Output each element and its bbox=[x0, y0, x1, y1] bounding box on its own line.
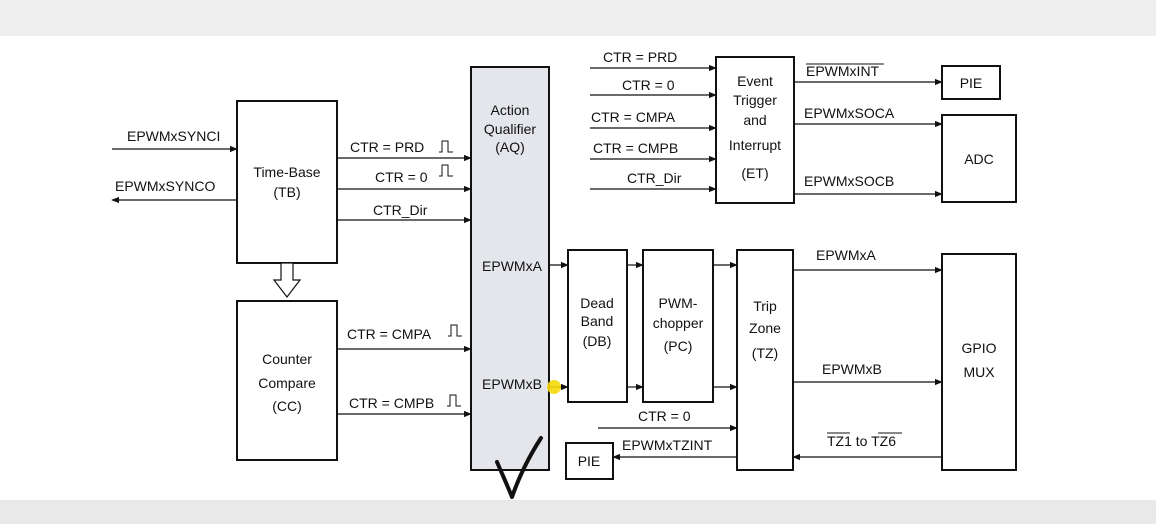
pc-label-1: PWM- bbox=[659, 295, 698, 311]
time-base-label-1: Time-Base bbox=[253, 164, 320, 180]
tz-label-2: Zone bbox=[749, 320, 781, 336]
aq-epwmxa-label: EPWMxA bbox=[482, 258, 543, 274]
cc-cmpb-pulse-icon bbox=[447, 394, 461, 407]
counter-compare-label-1: Counter bbox=[262, 351, 312, 367]
epwm-int-label: EPWMxINT bbox=[806, 63, 880, 79]
time-base-label-2: (TB) bbox=[273, 184, 300, 200]
et-ctr-zero-label: CTR = 0 bbox=[622, 77, 675, 93]
et-ctr-dir-label: CTR_Dir bbox=[627, 170, 682, 186]
db-label-3: (DB) bbox=[583, 333, 612, 349]
cc-cmpa-pulse-icon bbox=[448, 324, 462, 337]
gpio-mux-label-2: MUX bbox=[963, 364, 995, 380]
et-label-5: (ET) bbox=[741, 165, 768, 181]
epwm-tzint-label: EPWMxTZINT bbox=[622, 437, 713, 453]
pie-top-block bbox=[941, 65, 1001, 100]
adc-label: ADC bbox=[964, 151, 994, 167]
et-ctr-cmpa-label: CTR = CMPA bbox=[591, 109, 676, 125]
tb-to-cc-hollow-arrow bbox=[272, 262, 302, 298]
pie-top-label: PIE bbox=[960, 75, 983, 91]
cursor-highlight-icon bbox=[547, 380, 561, 394]
et-ctr-cmpb-label: CTR = CMPB bbox=[593, 140, 678, 156]
tz6-label: TZ6 bbox=[871, 433, 896, 449]
tb-ctr-prd-label: CTR = PRD bbox=[350, 139, 424, 155]
tz-to-label: to bbox=[852, 433, 871, 449]
cc-ctr-cmpa-label: CTR = CMPA bbox=[347, 326, 432, 342]
tb-zero-pulse-icon bbox=[439, 164, 453, 177]
aq-epwmxb-label: EPWMxB bbox=[482, 376, 542, 392]
dead-band-block bbox=[567, 249, 628, 403]
adc-block bbox=[941, 114, 1017, 203]
tz-label-1: Trip bbox=[753, 298, 777, 314]
aq-label-2: Qualifier bbox=[484, 121, 536, 137]
et-label-2: Trigger bbox=[733, 92, 777, 108]
tz-epwmxa-label: EPWMxA bbox=[816, 247, 877, 263]
tz-ctr-zero-label: CTR = 0 bbox=[638, 408, 691, 424]
tz-epwmxb-label: EPWMxB bbox=[822, 361, 882, 377]
db-label-1: Dead bbox=[580, 295, 613, 311]
cc-ctr-cmpb-label: CTR = CMPB bbox=[349, 395, 434, 411]
tz-range-label: TZ1 to TZ6 bbox=[827, 433, 896, 449]
pie-bottom-label: PIE bbox=[578, 453, 601, 469]
epwm-synci-label: EPWMxSYNCI bbox=[127, 128, 220, 144]
tb-prd-pulse-icon bbox=[439, 140, 453, 153]
time-base-block bbox=[236, 100, 338, 264]
epwm-synco-label: EPWMxSYNCO bbox=[115, 178, 215, 194]
db-label-2: Band bbox=[581, 313, 614, 329]
gpio-mux-label-1: GPIO bbox=[961, 340, 996, 356]
counter-compare-label-2: Compare bbox=[258, 375, 316, 391]
pc-label-2: chopper bbox=[653, 315, 704, 331]
gpio-mux-block bbox=[941, 253, 1017, 471]
counter-compare-block bbox=[236, 300, 338, 461]
tb-ctr-zero-label: CTR = 0 bbox=[375, 169, 428, 185]
et-label-3: and bbox=[743, 112, 766, 128]
et-label-1: Event bbox=[737, 73, 773, 89]
pwm-chopper-block bbox=[642, 249, 714, 403]
epwm-socb-label: EPWMxSOCB bbox=[804, 173, 894, 189]
tz-label-3: (TZ) bbox=[752, 345, 778, 361]
tz1-label: TZ1 bbox=[827, 433, 852, 449]
pc-label-3: (PC) bbox=[664, 338, 693, 354]
trip-zone-block bbox=[736, 249, 794, 471]
et-label-4: Interrupt bbox=[729, 137, 781, 153]
event-trigger-block bbox=[715, 56, 795, 204]
aq-label-1: Action bbox=[491, 102, 530, 118]
handwritten-check-mark-icon bbox=[495, 436, 543, 499]
action-qualifier-block bbox=[470, 66, 550, 471]
bottom-band bbox=[0, 500, 1156, 524]
counter-compare-label-3: (CC) bbox=[272, 398, 302, 414]
et-ctr-prd-label: CTR = PRD bbox=[603, 49, 677, 65]
tb-ctr-dir-label: CTR_Dir bbox=[373, 202, 428, 218]
epwm-soca-label: EPWMxSOCA bbox=[804, 105, 895, 121]
aq-label-3: (AQ) bbox=[495, 139, 525, 155]
top-band bbox=[0, 0, 1156, 36]
pie-bottom-block bbox=[565, 442, 614, 480]
